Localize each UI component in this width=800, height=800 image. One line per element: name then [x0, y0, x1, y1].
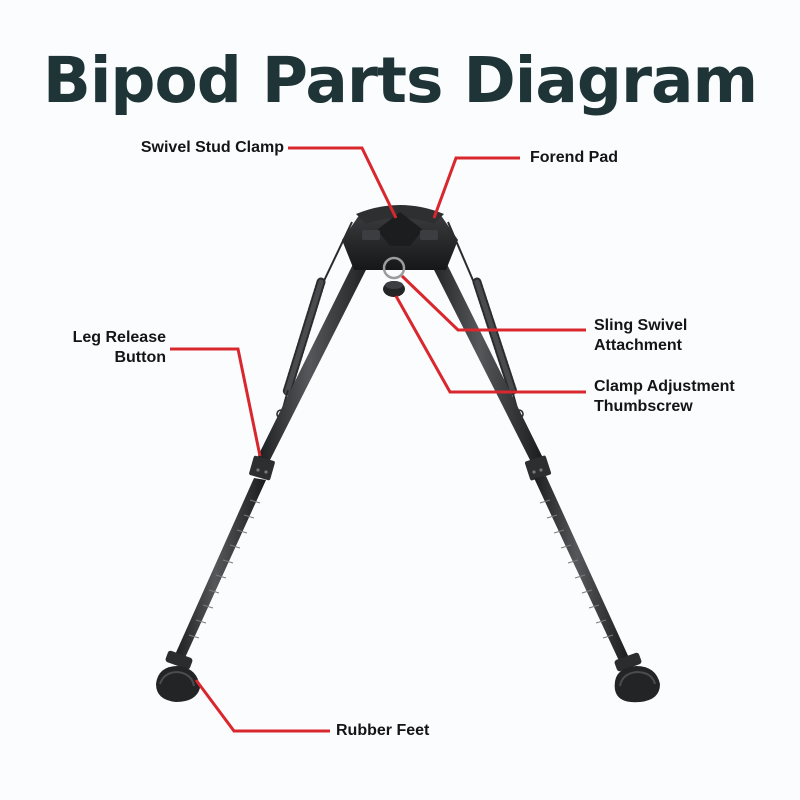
label-sling-swivel-attachment: Sling Swivel Attachment [594, 317, 688, 354]
leader-clamp-adjustment-thumbscrew [394, 295, 586, 394]
label-forend-pad: Forend Pad [530, 149, 619, 166]
label-swivel-stud-clamp: Swivel Stud Clamp [140, 139, 284, 156]
label-clamp-adjustment-thumbscrew: Clamp Adjustment Thumbscrew [594, 378, 735, 415]
leader-rubber-feet [194, 679, 330, 733]
left-spring [276, 221, 353, 419]
left-lower-leg [174, 478, 266, 660]
sling-swivel-ring [382, 256, 406, 280]
left-leg-collar [249, 455, 275, 481]
left-upper-leg [256, 250, 374, 464]
right-rubber-foot [614, 652, 660, 703]
right-leg-collar [524, 455, 552, 481]
leader-forend-pad [432, 156, 520, 219]
leader-sling-swivel-attachment [400, 274, 586, 332]
left-rubber-foot [156, 650, 200, 702]
leader-leg-release-button [170, 347, 262, 457]
label-leg-release-button: Leg Release Button [72, 329, 166, 366]
bipod-illustration [156, 205, 660, 703]
leader-swivel-stud-clamp [288, 146, 398, 219]
bipod-head [342, 205, 458, 297]
right-upper-leg [426, 250, 544, 464]
right-spring [447, 221, 524, 419]
right-lower-leg [534, 476, 630, 663]
page-title: Bipod Parts Diagram [42, 44, 758, 117]
label-rubber-feet: Rubber Feet [336, 722, 430, 739]
